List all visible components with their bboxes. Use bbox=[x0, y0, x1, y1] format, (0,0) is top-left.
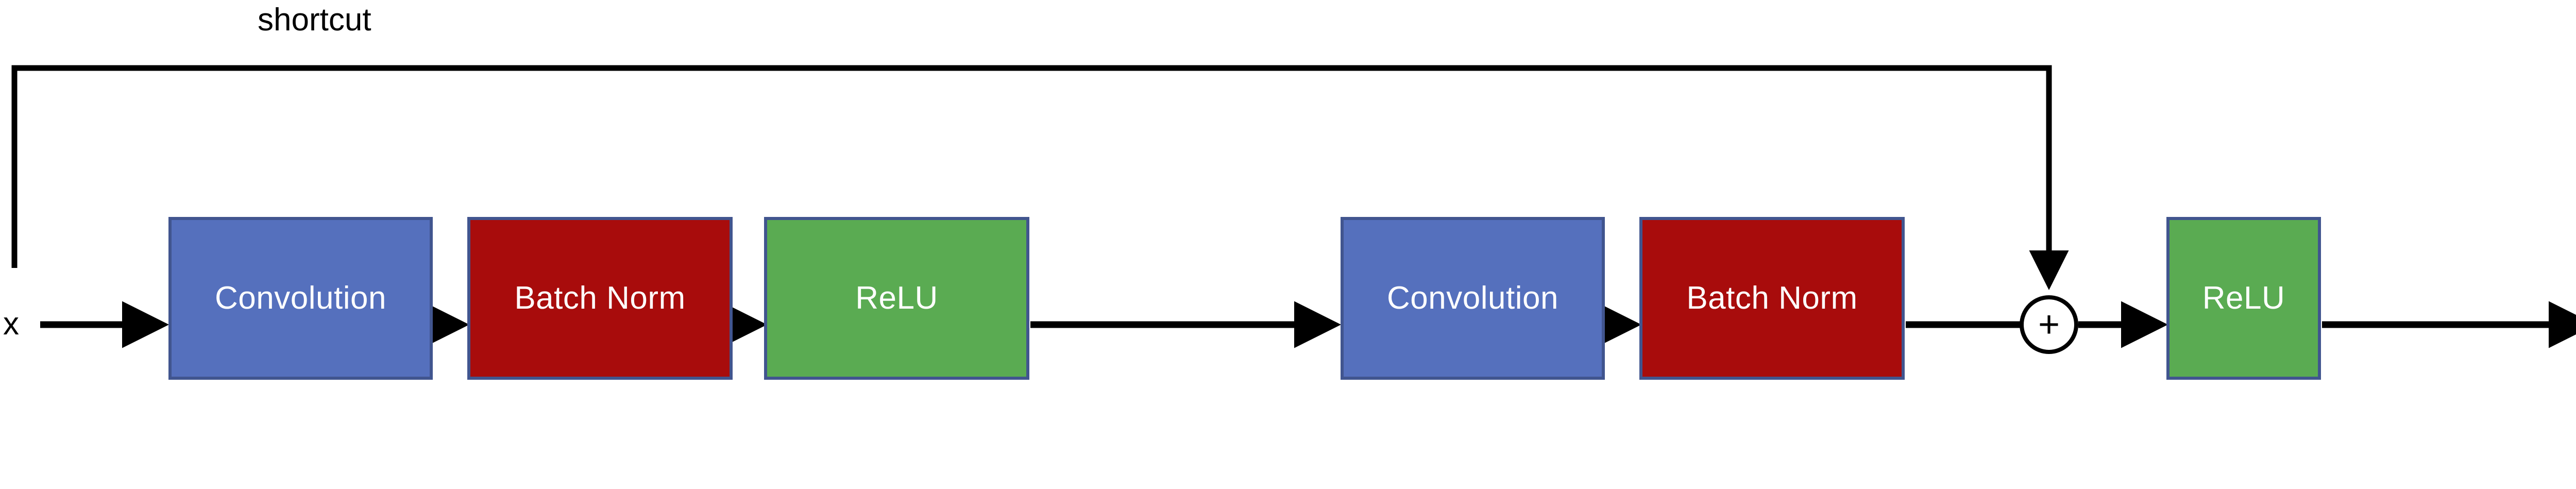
node-convolution-2[interactable]: Convolution bbox=[1341, 217, 1605, 380]
node-relu-2-label: ReLU bbox=[2202, 280, 2285, 316]
shortcut-label: shortcut bbox=[258, 2, 371, 38]
node-convolution-2-label: Convolution bbox=[1387, 280, 1558, 316]
node-relu-1[interactable]: ReLU bbox=[764, 217, 1029, 380]
node-batchnorm-2-label: Batch Norm bbox=[1686, 280, 1858, 316]
node-relu-1-label: ReLU bbox=[855, 280, 938, 316]
input-label-x: x bbox=[3, 306, 19, 342]
node-batchnorm-2[interactable]: Batch Norm bbox=[1639, 217, 1905, 380]
node-convolution-1[interactable]: Convolution bbox=[168, 217, 433, 380]
node-convolution-1-label: Convolution bbox=[215, 280, 386, 316]
plus-icon: + bbox=[2038, 304, 2060, 345]
add-operator-node[interactable]: + bbox=[2020, 295, 2078, 354]
node-relu-2[interactable]: ReLU bbox=[2166, 217, 2321, 380]
node-batchnorm-1-label: Batch Norm bbox=[514, 280, 686, 316]
edge-shortcut-path bbox=[11, 65, 2069, 290]
node-batchnorm-1[interactable]: Batch Norm bbox=[467, 217, 733, 380]
